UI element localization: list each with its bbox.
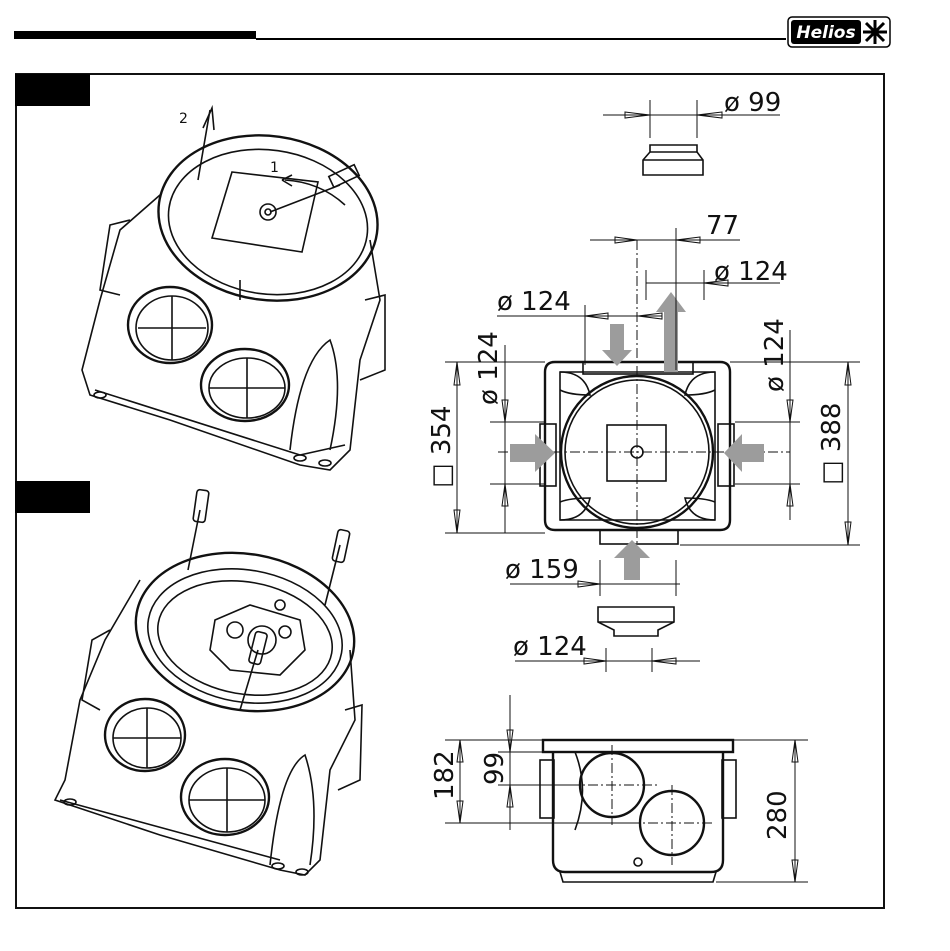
plan-view — [445, 228, 860, 596]
side-elevation — [445, 695, 808, 882]
step-2-label: 2 — [179, 111, 188, 127]
dim-square-354: □ 354 — [427, 406, 457, 488]
dim-square-388: □ 388 — [817, 403, 847, 485]
dim-offset-77: 77 — [706, 211, 739, 241]
dim-right-top-124: ø 124 — [714, 257, 788, 287]
dim-left-side-124: ø 124 — [474, 331, 504, 405]
step-1-label: 1 — [270, 160, 279, 176]
dim-height-99: 99 — [480, 752, 510, 785]
dim-height-182: 182 — [430, 750, 460, 800]
dim-left-top-124: ø 124 — [497, 287, 571, 317]
dim-right-side-124: ø 124 — [760, 318, 790, 392]
dim-bottom-159: ø 159 — [505, 555, 579, 585]
unit-view-open — [55, 489, 367, 875]
dim-height-280: 280 — [763, 790, 793, 840]
unit-view-top — [82, 108, 388, 470]
dim-bottom-124: ø 124 — [513, 632, 587, 662]
dim-top-outlet-99: ø 99 — [724, 88, 781, 118]
